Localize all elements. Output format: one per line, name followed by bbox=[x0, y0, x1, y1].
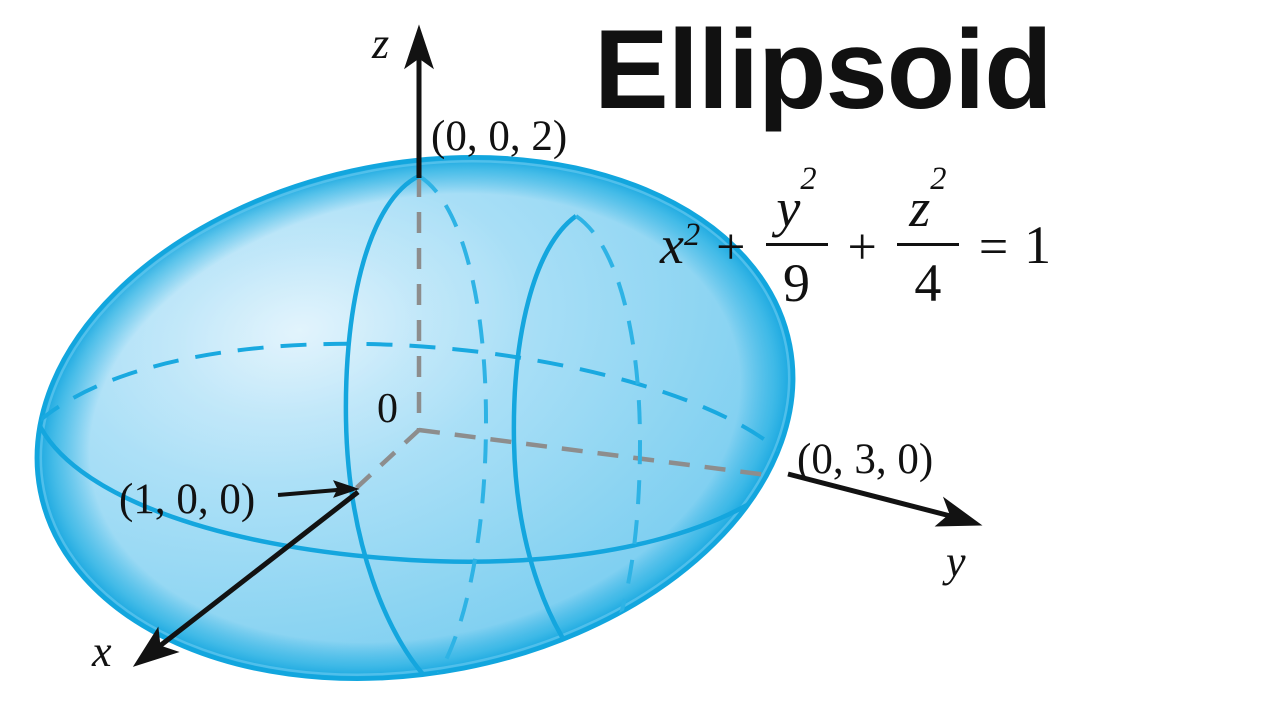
equation-fraction-y-denominator: 9 bbox=[783, 252, 810, 313]
equation-z-exponent: 2 bbox=[930, 160, 947, 197]
equation-equals-sign: = bbox=[978, 218, 1009, 276]
point-label-y-intercept: (0, 3, 0) bbox=[797, 436, 934, 483]
ellipsoid-body bbox=[34, 155, 796, 681]
equation-plus-1: + bbox=[716, 218, 746, 276]
equation-fraction-z-denominator: 4 bbox=[914, 252, 942, 313]
equation-x-exponent: 2 bbox=[683, 217, 701, 254]
origin-label: 0 bbox=[377, 386, 398, 432]
equation-x-base: x bbox=[660, 215, 684, 275]
axis-label-x: x bbox=[92, 627, 112, 676]
equation-fraction-y-bar bbox=[765, 242, 828, 246]
x-axis-shaft bbox=[150, 490, 360, 654]
trace-section2-back-dashed bbox=[574, 214, 643, 678]
visible-axes-group bbox=[132, 24, 983, 667]
equator-back-dashed bbox=[36, 341, 797, 470]
equation-z-base: z bbox=[909, 177, 931, 238]
page-title: Ellipsoid bbox=[594, 7, 1053, 132]
equation-right-hand-side: 1 bbox=[1024, 215, 1052, 275]
trace-curves-group bbox=[35, 173, 797, 686]
equation-plus-2: + bbox=[847, 218, 877, 276]
trace-section2-front-solid bbox=[511, 214, 594, 678]
hidden-x-axis bbox=[350, 428, 421, 494]
x-axis-arrowhead bbox=[132, 626, 180, 667]
equation-fraction-y-numerator: y2 bbox=[766, 161, 826, 243]
equation-fraction-z: z2 4 bbox=[896, 161, 959, 314]
hidden-axes-group bbox=[350, 176, 791, 494]
equation-y-exponent: 2 bbox=[800, 160, 817, 197]
trace-x0-back-dashed bbox=[417, 174, 489, 686]
equator-front-solid bbox=[35, 421, 797, 564]
z-axis-arrowhead bbox=[404, 24, 434, 70]
axis-label-z: z bbox=[372, 19, 390, 68]
y-axis-arrowhead bbox=[934, 496, 983, 527]
point-label-x-intercept: (1, 0, 0) bbox=[119, 476, 256, 523]
axis-label-y: y bbox=[946, 537, 966, 586]
trace-x0-front-solid bbox=[343, 173, 434, 686]
hidden-y-axis bbox=[418, 427, 791, 481]
point-label-z-intercept: (0, 0, 2) bbox=[431, 113, 568, 160]
x-point-leader-arrowhead bbox=[333, 480, 360, 498]
equation-y-base: y bbox=[776, 177, 801, 238]
equation-fraction-y: y2 9 bbox=[765, 161, 828, 314]
y-axis-shaft bbox=[787, 471, 963, 522]
equation-fraction-z-numerator: z2 bbox=[899, 161, 956, 243]
equation-fraction-z-bar bbox=[896, 242, 959, 246]
